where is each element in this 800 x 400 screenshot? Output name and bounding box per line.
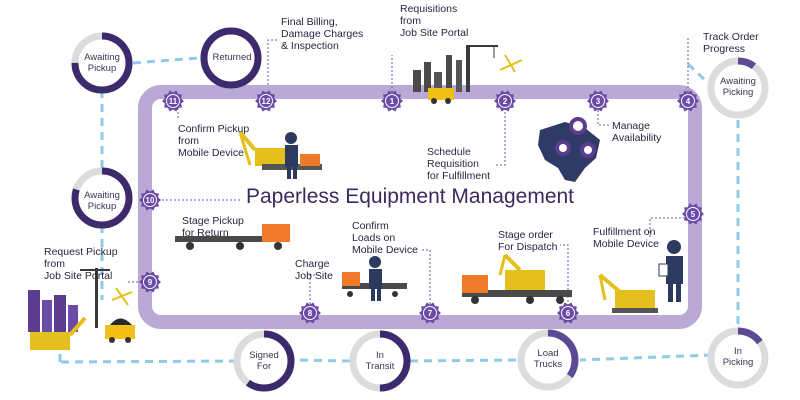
step-badge-number: 7 (428, 309, 433, 318)
factory-illustration (413, 45, 523, 104)
dispatch-truck-illustration (462, 253, 572, 304)
step-badge-1: 1 (381, 90, 403, 112)
status-awaiting-pickup-mid-text: Awaiting Pickup (84, 190, 120, 212)
status-ring-in-picking (707, 327, 769, 389)
north-america-map-illustration (538, 117, 600, 182)
step-5-label: Fulfillment on Mobile Device (593, 226, 659, 250)
step-badge-3: 3 (587, 90, 609, 112)
step-badge-number: 4 (686, 97, 691, 106)
step-4-label: Track Order Progress (703, 31, 759, 55)
status-ring-progress (71, 32, 133, 94)
step-7-label: Confirm Loads on Mobile Device (352, 220, 418, 256)
status-ring-progress (233, 330, 295, 392)
status-ring-progress (517, 329, 579, 391)
step-1-label: Requisitions from Job Site Portal (400, 3, 469, 39)
step-badge-7: 7 (419, 302, 441, 324)
step-badge-9: 9 (139, 271, 161, 293)
status-signed-for-text: Signed For (249, 350, 279, 372)
step-badge-5: 5 (682, 203, 704, 225)
status-ring-awaiting-picking (707, 57, 769, 119)
step-badge-2: 2 (494, 90, 516, 112)
step-badge-number: 1 (390, 97, 395, 106)
status-ring-awaiting-pickup-mid (71, 167, 133, 229)
status-awaiting-picking-text: Awaiting Picking (720, 76, 756, 98)
status-rings (71, 27, 769, 392)
step-6-label: Stage order For Dispatch (498, 229, 558, 253)
fulfillment-illustration (598, 240, 683, 313)
status-awaiting-pickup-top-text: Awaiting Pickup (84, 52, 120, 74)
status-ring-progress (71, 167, 133, 229)
pickup-loader-illustration (238, 130, 322, 179)
step-badge-number: 2 (503, 97, 508, 106)
confirm-loads-illustration (342, 256, 407, 301)
step-11-label: Confirm Pickup from Mobile Device (178, 123, 250, 159)
step-badge-number: 9 (148, 278, 153, 287)
status-ring-signed-for (233, 330, 295, 392)
leader-lines (128, 38, 693, 308)
step-2-label: Schedule Requisition for Fulfillment (427, 146, 491, 182)
step-badge-8: 8 (299, 302, 321, 324)
step-badge-12: 12 (255, 90, 277, 112)
step-badge-number: 12 (262, 97, 271, 106)
status-in-transit-text: In Transit (365, 350, 395, 372)
step-8-label: Charge Job Site (295, 258, 333, 282)
step-9-label: Request Pickup from Job Site Portal (44, 246, 118, 282)
step-badge-10: 10 (139, 189, 161, 211)
step-badge-number: 8 (308, 309, 313, 318)
step-12-label: Final Billing, Damage Charges & Inspecti… (281, 16, 364, 52)
step-badge-number: 3 (596, 97, 601, 106)
step-badge-number: 6 (566, 309, 571, 318)
dashed-connector-path (58, 56, 740, 364)
step-badge-11: 11 (162, 90, 184, 112)
status-ring-in-transit (349, 330, 411, 392)
status-ring-progress (707, 57, 769, 119)
flatbed-truck-illustration (175, 224, 290, 250)
step-badge-4: 4 (677, 90, 699, 112)
step-3-label: Manage Availability (612, 120, 662, 144)
status-load-trucks-text: Load Trucks (533, 348, 563, 370)
status-ring-returned (200, 27, 262, 89)
status-in-picking-text: In Picking (722, 346, 754, 368)
step-10-label: Stage Pickup for Return (182, 215, 244, 239)
status-ring-awaiting-pickup-top (71, 32, 133, 94)
step-badge-number: 11 (169, 97, 178, 106)
step-badge-6: 6 (557, 302, 579, 324)
status-returned-text: Returned (212, 52, 252, 63)
job-site-illustration (28, 268, 135, 350)
step-badge-number: 10 (146, 196, 155, 205)
status-ring-progress (707, 327, 769, 389)
diagram-title: Paperless Equipment Management (245, 185, 575, 208)
status-ring-progress (349, 330, 411, 392)
status-ring-load-trucks (517, 329, 579, 391)
step-badge-number: 5 (691, 210, 696, 219)
status-ring-progress (200, 27, 262, 89)
